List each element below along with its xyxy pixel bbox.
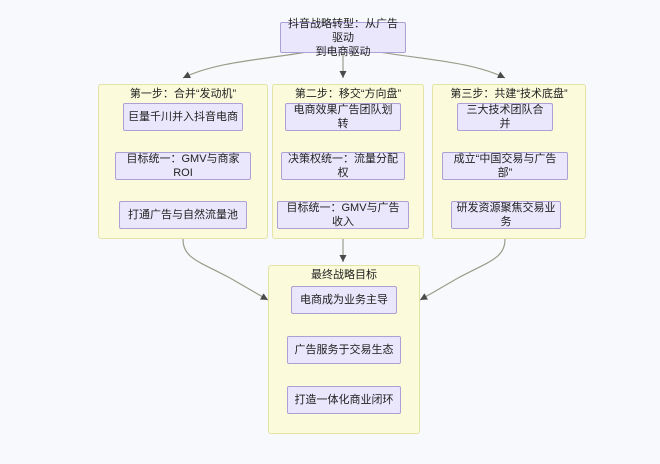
node-s3n1[interactable]: 三大技术团队合并 xyxy=(457,103,553,131)
node-gn1[interactable]: 电商成为业务主导 xyxy=(291,286,397,314)
node-gn3[interactable]: 打造一体化商业闭环 xyxy=(287,386,401,414)
cluster-step3-title: 第三步：共建“技术底盘” xyxy=(450,88,568,100)
cluster-final-goal-title: 最终战略目标 xyxy=(311,269,377,281)
node-s3n3[interactable]: 研发资源聚焦交易业务 xyxy=(451,201,561,229)
node-s1n2[interactable]: 目标统一：GMV与商家ROI xyxy=(115,152,251,180)
node-s3n2[interactable]: 成立“中国交易与广告部” xyxy=(442,152,568,180)
edge-step1-to-goal xyxy=(182,229,269,301)
node-s1n3[interactable]: 打通广告与自然流量池 xyxy=(119,201,247,229)
node-gn2[interactable]: 广告服务于交易生态 xyxy=(287,336,401,364)
node-s2n2[interactable]: 决策权统一：流量分配权 xyxy=(281,152,405,180)
root-node-strategy-transformation[interactable]: 抖音战略转型：从广告驱动 到电商驱动 xyxy=(280,18,406,58)
edge-step3-to-goal xyxy=(419,229,506,301)
node-s1n1[interactable]: 巨量千川并入抖音电商 xyxy=(123,103,243,131)
node-s2n3[interactable]: 目标统一：GMV与广告收入 xyxy=(277,201,409,229)
cluster-step2-title: 第二步：移交“方向盘” xyxy=(294,88,402,100)
cluster-step1-title: 第一步：合并“发动机” xyxy=(129,88,237,100)
node-s2n1[interactable]: 电商效果广告团队划转 xyxy=(285,103,401,131)
